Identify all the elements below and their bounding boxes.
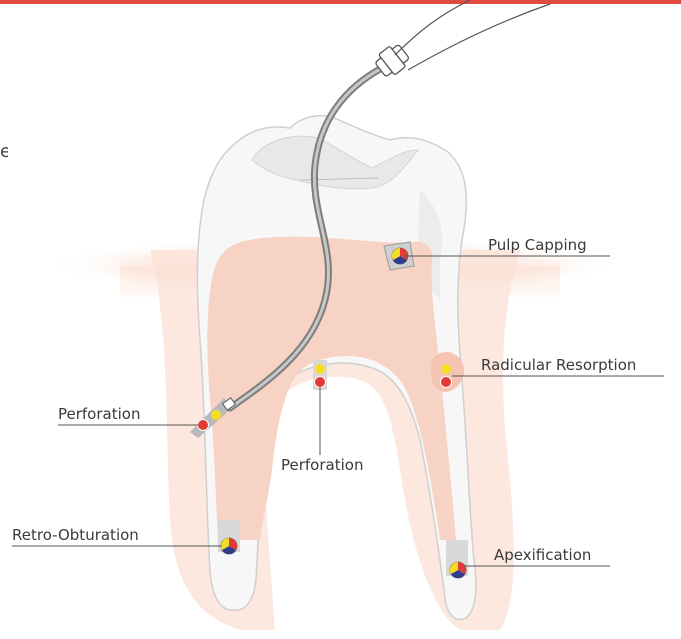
label-apexification: Apexification <box>494 546 591 564</box>
handpiece-body <box>395 0 470 55</box>
left-red-dot <box>198 420 209 431</box>
resorption-yellow-dot <box>441 364 451 374</box>
label-perforation-left: Perforation <box>58 405 140 423</box>
label-perforation-center: Perforation <box>281 456 363 474</box>
retro-obturation-marker <box>221 538 237 554</box>
center-yellow-dot <box>315 364 325 374</box>
resorption-red-dot <box>441 377 452 388</box>
label-retro-obturation: Retro-Obturation <box>12 526 139 544</box>
label-radicular-resorption: Radicular Resorption <box>481 356 636 374</box>
handpiece <box>372 41 412 80</box>
left-yellow-dot <box>211 410 221 420</box>
center-red-dot <box>315 377 326 388</box>
apexification-marker <box>450 562 466 578</box>
label-pulp-capping: Pulp Capping <box>488 236 587 254</box>
